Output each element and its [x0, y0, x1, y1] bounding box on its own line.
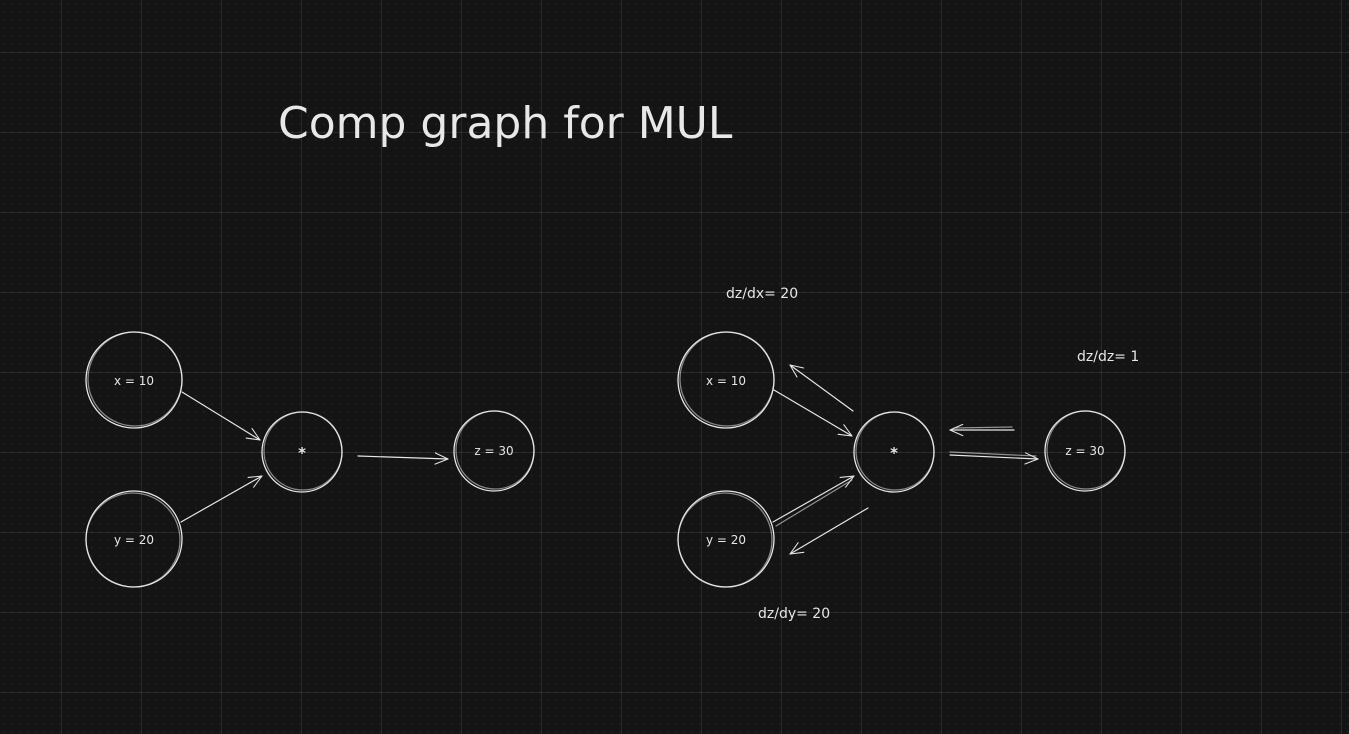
backward-fwd-edge-op-to-z[interactable] [949, 452, 1039, 465]
forward-graph: x = 10 y = 20 * z = 30 [85, 331, 535, 588]
forward-edge-op-to-z[interactable] [357, 452, 449, 465]
forward-op-node[interactable]: * [261, 411, 343, 493]
backward-fwd-edge-y-to-op-sketch [775, 479, 853, 527]
grad-dx-label: dz/dx= 20 [726, 286, 798, 302]
backward-op-label: * [890, 444, 898, 462]
backward-fwd-edge-y-to-op[interactable] [772, 475, 855, 523]
backward-op-node[interactable]: * [853, 411, 935, 493]
backward-x-label: x = 10 [706, 374, 746, 388]
forward-edge-x-to-op[interactable] [181, 391, 261, 441]
forward-op-label: * [298, 444, 306, 462]
forward-z-node[interactable]: z = 30 [453, 410, 535, 492]
backward-y-label: y = 20 [706, 533, 746, 547]
backward-z-label: z = 30 [1065, 444, 1104, 458]
forward-y-label: y = 20 [114, 533, 154, 547]
grad-edge-op-to-x[interactable] [789, 364, 854, 412]
grad-edge-z-to-op-sketch [953, 426, 1013, 429]
backward-fwd-edge-op-to-z-sketch [949, 451, 1037, 457]
backward-y-node[interactable]: y = 20 [677, 490, 775, 588]
forward-x-label: x = 10 [114, 374, 154, 388]
grad-dy-label: dz/dy= 20 [758, 606, 830, 622]
backward-x-node[interactable]: x = 10 [677, 331, 775, 429]
grad-edge-op-to-y[interactable] [789, 507, 869, 555]
forward-y-node[interactable]: y = 20 [85, 490, 183, 588]
forward-edge-y-to-op[interactable] [180, 475, 263, 523]
forward-z-label: z = 30 [474, 444, 513, 458]
grad-dz-label: dz/dz= 1 [1077, 349, 1139, 365]
backward-graph: dz/dx= 20 dz/dz= 1 dz/dy= 20 x = 10 y = … [677, 286, 1139, 622]
diagram-title: Comp graph for MUL [278, 98, 733, 149]
forward-x-node[interactable]: x = 10 [85, 331, 183, 429]
backward-z-node[interactable]: z = 30 [1044, 410, 1126, 492]
backward-fwd-edge-x-to-op[interactable] [773, 389, 853, 437]
